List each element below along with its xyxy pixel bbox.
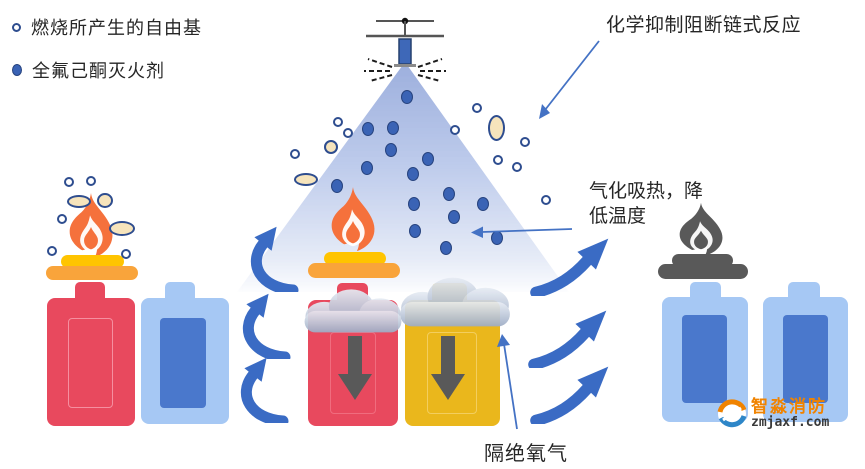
radical-blob bbox=[97, 192, 113, 208]
agent-particle bbox=[422, 152, 434, 166]
label-chemical-inhibition: 化学抑制阻断链式反应 bbox=[606, 15, 802, 36]
radical-blob bbox=[109, 220, 135, 236]
down-arrow-stem bbox=[348, 336, 362, 376]
heat-outflow-arrow-icon bbox=[528, 364, 618, 427]
agent-particle bbox=[361, 161, 373, 175]
open-circle-icon bbox=[12, 22, 21, 32]
radical-particle bbox=[472, 103, 482, 113]
agent-particle bbox=[362, 122, 374, 136]
cell-blue-right-1-inner bbox=[682, 315, 727, 403]
pointer-arrow-cooling bbox=[468, 222, 576, 240]
cell-red-center-inner bbox=[330, 332, 376, 414]
agent-particle bbox=[387, 121, 399, 135]
agent-particle bbox=[401, 90, 413, 104]
fire-center bbox=[322, 186, 384, 254]
radical-particle bbox=[121, 249, 131, 259]
sprinkler-nozzle-icon bbox=[356, 12, 456, 82]
pointer-arrow-oxygen bbox=[494, 332, 524, 434]
fire-left bbox=[60, 192, 122, 260]
down-arrow-head bbox=[338, 374, 372, 400]
radical-blob bbox=[487, 115, 505, 141]
fire-left-log bbox=[46, 266, 138, 280]
down-arrow-head bbox=[431, 374, 465, 400]
agent-particle bbox=[408, 197, 420, 211]
agent-particle bbox=[477, 197, 489, 211]
radical-blob bbox=[294, 172, 318, 186]
cell-red-left bbox=[47, 298, 135, 426]
legend-label-agent: 全氟己酮灭火剂 bbox=[32, 61, 165, 81]
flame-icon bbox=[331, 186, 375, 252]
heat-outflow-arrow-icon bbox=[528, 236, 618, 299]
fire-extinguished-log bbox=[658, 264, 748, 279]
radical-particle bbox=[520, 137, 530, 147]
label-cooling-line2: 低温度 bbox=[589, 206, 647, 227]
legend-item-agent: 全氟己酮灭火剂 bbox=[12, 57, 202, 83]
fire-center-log bbox=[308, 263, 400, 278]
radical-particle bbox=[333, 117, 343, 127]
legend-item-radical: 燃烧所产生的自由基 bbox=[12, 14, 202, 40]
label-oxygen-isolation: 隔绝氧气 bbox=[484, 443, 568, 465]
pointer-arrow-chemical bbox=[533, 38, 605, 122]
down-arrow-stem bbox=[441, 336, 455, 376]
label-cooling-line1: 气化吸热，降 bbox=[589, 181, 704, 202]
radical-particle bbox=[493, 155, 503, 165]
fire-left-log bbox=[61, 255, 124, 268]
radical-particle bbox=[450, 125, 460, 135]
label-cooling: 气化吸热，降 低温度 bbox=[589, 179, 769, 229]
filled-ellipse-icon bbox=[12, 64, 22, 76]
cell-yellow-center-inner bbox=[427, 332, 477, 414]
suppression-cloud-right bbox=[394, 271, 516, 331]
cell-blue-left-inner bbox=[160, 318, 206, 408]
agent-particle bbox=[448, 210, 460, 224]
flame-icon bbox=[69, 192, 113, 258]
fire-center-log bbox=[324, 252, 386, 265]
legend-label-radical: 燃烧所产生的自由基 bbox=[31, 18, 202, 38]
watermark-domain: zmjaxf.com bbox=[751, 414, 830, 430]
watermark-brand: 智淼消防 bbox=[751, 397, 827, 416]
radical-particle bbox=[47, 246, 57, 256]
radical-particle bbox=[57, 214, 67, 224]
radical-particle bbox=[64, 177, 74, 187]
updraft-arrow-icon bbox=[241, 226, 305, 296]
watermark: 智淼消防 zmjaxf.com bbox=[717, 398, 829, 429]
agent-particle bbox=[331, 179, 343, 193]
heat-outflow-arrow-icon bbox=[526, 308, 616, 371]
radical-particle bbox=[541, 195, 551, 205]
cell-red-left-inner bbox=[68, 318, 113, 408]
legend: 燃烧所产生的自由基 全氟己酮灭火剂 bbox=[12, 14, 202, 100]
flame-icon bbox=[679, 202, 723, 256]
agent-particle bbox=[440, 241, 452, 255]
radical-blob bbox=[324, 140, 338, 154]
fire-extinguished bbox=[670, 202, 732, 258]
radical-particle bbox=[86, 176, 96, 186]
cell-blue-right-2-inner bbox=[783, 315, 828, 403]
radical-particle bbox=[290, 149, 300, 159]
fire-extinguished-log bbox=[672, 254, 733, 267]
radical-blob bbox=[67, 194, 91, 208]
radical-particle bbox=[343, 128, 353, 138]
agent-particle bbox=[407, 167, 419, 181]
updraft-arrow-icon bbox=[233, 293, 297, 363]
radical-particle bbox=[512, 162, 522, 172]
agent-particle bbox=[409, 224, 421, 238]
updraft-arrow-icon bbox=[231, 357, 295, 427]
agent-particle bbox=[443, 187, 455, 201]
brand-logo-icon bbox=[717, 399, 747, 428]
agent-particle bbox=[385, 143, 397, 157]
suppression-cloud-left bbox=[298, 284, 408, 336]
